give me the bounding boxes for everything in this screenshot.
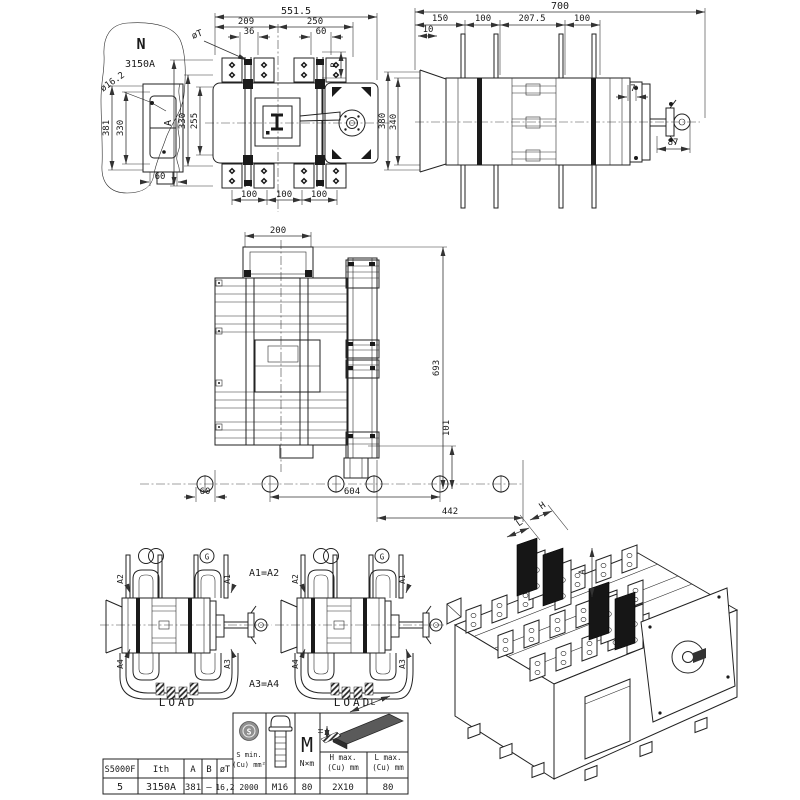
isometric-view: H L A bbox=[446, 501, 739, 781]
dim-a: A bbox=[163, 120, 174, 126]
dim-442: 442 bbox=[442, 507, 458, 517]
dim-380: 380 bbox=[378, 113, 388, 129]
neutral-rating: 3150A bbox=[125, 59, 155, 70]
dim-340: 340 bbox=[389, 114, 399, 130]
equation-a3-a4: A3=A4 bbox=[249, 679, 279, 690]
cell-b: – bbox=[206, 783, 212, 793]
bolt-icon bbox=[268, 715, 293, 768]
dim-209: 209 bbox=[238, 17, 254, 27]
dim-a-iso: A bbox=[578, 569, 588, 575]
cell-bolt: M16 bbox=[272, 783, 288, 793]
dim-60-pad: 60 bbox=[316, 27, 327, 37]
drive-hub-icon bbox=[338, 109, 366, 137]
dim-100-side-a: 100 bbox=[475, 14, 491, 24]
side-view: 700 150 100 207.5 100 10 380 340 7 87 bbox=[378, 1, 706, 209]
dim-60-plan: 60 bbox=[200, 487, 211, 497]
busbar-graphic: H L bbox=[317, 695, 404, 750]
dim-100b: 100 bbox=[276, 190, 292, 200]
dim-250: 250 bbox=[307, 17, 323, 27]
dim-101: 101 bbox=[442, 420, 452, 436]
spec-table: S5000F Ith A B øT S S min. (Cu) mm² M N×… bbox=[102, 695, 409, 795]
cell-hmax: 2X10 bbox=[332, 783, 354, 793]
cell-torque: 80 bbox=[302, 783, 313, 793]
col-header-model: S5000F bbox=[105, 765, 136, 775]
plan-fins bbox=[215, 285, 347, 439]
cell-smin: 2000 bbox=[239, 783, 258, 792]
load-diagram-left bbox=[100, 549, 272, 710]
dim-10: 10 bbox=[423, 25, 434, 35]
dim-255: 255 bbox=[190, 113, 200, 129]
dim-207-5: 207.5 bbox=[518, 14, 545, 24]
load-diagram-right bbox=[275, 549, 447, 710]
col-header-lmax-1: L max. bbox=[374, 753, 401, 762]
cell-ith: 3150A bbox=[146, 782, 176, 793]
dim-330-front: 330 bbox=[178, 113, 188, 129]
front-view: 551.5 209 250 36 60 øT B A 330 255 bbox=[163, 6, 390, 212]
dim-551-5: 551.5 bbox=[281, 6, 311, 17]
dim-700: 700 bbox=[551, 1, 569, 12]
circled-s-letter: S bbox=[247, 728, 252, 737]
dim-36: 36 bbox=[244, 27, 255, 37]
col-header-hmax-1: H max. bbox=[329, 753, 356, 762]
dim-87: 87 bbox=[668, 138, 679, 148]
col-header-hmax-2: (Cu) mm bbox=[327, 763, 359, 772]
dim-693: 693 bbox=[432, 360, 442, 376]
hole-dia-label: øT bbox=[191, 28, 205, 41]
dim-h-iso: H bbox=[538, 501, 548, 512]
col-header-a: A bbox=[190, 765, 196, 775]
col-header-b: B bbox=[206, 765, 211, 775]
col-header-ith: Ith bbox=[153, 765, 169, 775]
cell-ot: 16,2 bbox=[215, 783, 234, 792]
col-header-smin-2: (Cu) mm² bbox=[232, 761, 266, 769]
col-header-lmax-2: (Cu) mm bbox=[372, 763, 404, 772]
col-header-torque-unit: N×m bbox=[300, 759, 315, 768]
dim-60: 60 bbox=[155, 172, 166, 182]
col-header-smin-1: S min. bbox=[236, 751, 261, 759]
dim-100-side-b: 100 bbox=[574, 14, 590, 24]
neutral-label: N bbox=[136, 35, 145, 53]
bar-dim-l: L bbox=[371, 698, 376, 707]
col-header-torque-m: M bbox=[301, 733, 313, 757]
dim-l-iso: L bbox=[515, 518, 525, 529]
dim-7: 7 bbox=[630, 84, 635, 94]
cell-model: 5 bbox=[117, 782, 123, 793]
bar-dim-h: H bbox=[317, 729, 325, 733]
dim-200: 200 bbox=[270, 226, 286, 236]
circled-s-icon bbox=[239, 721, 259, 741]
dim-100a: 100 bbox=[241, 190, 257, 200]
plan-view: 200 693 101 bbox=[140, 226, 524, 522]
dim-330: 330 bbox=[116, 120, 126, 136]
dim-100c: 100 bbox=[311, 190, 327, 200]
cell-lmax: 80 bbox=[383, 783, 394, 793]
dim-150: 150 bbox=[432, 14, 448, 24]
equation-a1-a2: A1=A2 bbox=[249, 568, 279, 579]
cell-a: 381 bbox=[185, 783, 201, 793]
dim-604: 604 bbox=[344, 487, 360, 497]
col-header-ot: øT bbox=[220, 765, 230, 775]
dim-381: 381 bbox=[102, 120, 112, 136]
